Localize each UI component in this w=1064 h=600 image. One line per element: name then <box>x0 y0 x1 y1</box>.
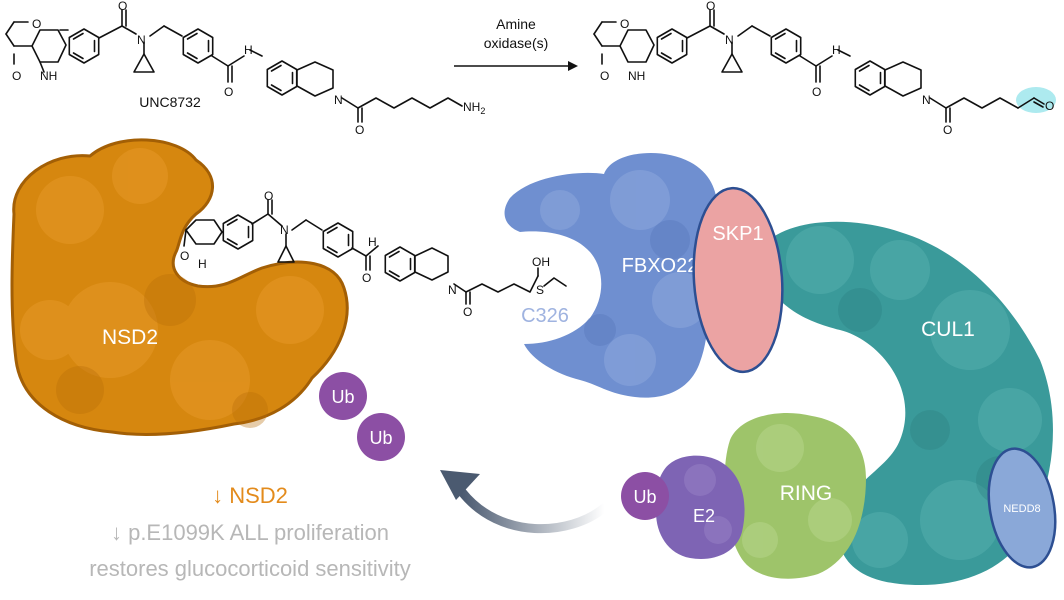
nedd8-protein <box>987 447 1057 569</box>
atom-n-amide1: N <box>725 33 734 47</box>
cul1-protein <box>760 221 1053 586</box>
atom-n-thiq: N <box>334 93 343 107</box>
atom-o-ring: O <box>32 17 41 31</box>
skp1-protein <box>692 186 784 374</box>
unc8732-structure: O O NH O N O H N O NH2 <box>5 0 485 137</box>
atom-o-amide3: O <box>943 123 952 137</box>
atom-o-ring: O <box>620 17 629 31</box>
ubiquitin-label: Ub <box>633 487 656 507</box>
atom-o-carbonyl: O <box>600 69 609 83</box>
atom-n: N <box>448 283 457 297</box>
atom-nh-amide2: H <box>832 43 841 57</box>
ubiquitin-bead <box>621 472 669 520</box>
e2-protein <box>656 455 745 559</box>
atom-o-amide1: O <box>118 0 127 13</box>
atom-oh: OH <box>532 255 550 269</box>
ubiquitin-label: Ub <box>369 428 392 448</box>
nsd2-label: NSD2 <box>102 326 158 349</box>
atom-n: N <box>280 223 289 237</box>
ring-protein <box>724 413 866 579</box>
outcome-proliferation: ↓ p.E1099K ALL proliferation <box>111 520 389 545</box>
atom-nh: H <box>368 235 377 249</box>
atom-nh-ring: NH <box>40 69 57 83</box>
degrader-structure: O H O N O H N O OH S <box>180 189 567 319</box>
ubiquitin-bead <box>357 413 405 461</box>
atom-n-amide1: N <box>137 33 146 47</box>
atom-nh-ring: NH <box>628 69 645 83</box>
atom-nh-amide2: H <box>244 43 253 57</box>
nsd2-protein <box>10 138 349 436</box>
ubiquitin-bead <box>319 372 367 420</box>
ubiquitin-transfer-arrow <box>440 470 609 534</box>
nedd8-label: NEDD8 <box>1003 503 1040 515</box>
atom-o-amide2: O <box>812 85 821 99</box>
enzyme-label-line1: Amine <box>496 16 536 32</box>
aldehyde-product-structure: O O NH O N O H N O O <box>593 0 1056 137</box>
skp1-label: SKP1 <box>712 223 763 245</box>
outcome-nsd2: ↓ NSD2 <box>212 483 288 508</box>
amine-label: NH2 <box>463 100 485 116</box>
atom-o-amide1: O <box>706 0 715 13</box>
atom-s: S <box>536 283 544 297</box>
atom-o: O <box>180 249 189 263</box>
atom-o-carbonyl: O <box>12 69 21 83</box>
atom-o-amide3: O <box>355 123 364 137</box>
outcome-glucocorticoid: restores glucocorticoid sensitivity <box>89 556 411 581</box>
e2-label: E2 <box>693 506 715 526</box>
ubiquitin-on-e2: Ub <box>621 472 669 520</box>
atom-o-amide2: O <box>224 85 233 99</box>
c326-label: C326 <box>521 305 569 327</box>
atom-n-thiq: N <box>922 93 931 107</box>
ubiquitin-chain-nsd2: Ub Ub <box>319 372 405 461</box>
atom-o: O <box>264 189 273 203</box>
fbxo22-label: FBXO22 <box>622 255 699 277</box>
enzyme-label-line2: oxidase(s) <box>484 35 549 51</box>
atom-nh: H <box>198 257 207 271</box>
aldehyde-label: O <box>1045 99 1054 113</box>
atom-o: O <box>463 305 472 319</box>
ring-label: RING <box>780 482 833 505</box>
cul1-label: CUL1 <box>921 318 975 341</box>
reactant-name: UNC8732 <box>139 94 201 110</box>
reaction-arrow <box>454 61 578 71</box>
atom-o: O <box>362 271 371 285</box>
ubiquitin-label: Ub <box>331 387 354 407</box>
